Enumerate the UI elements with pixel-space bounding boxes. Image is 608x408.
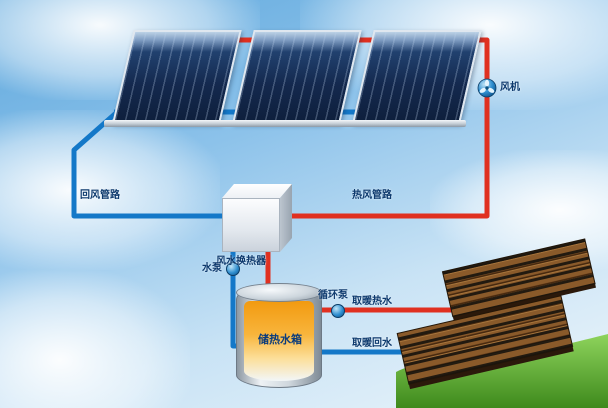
heat-exchanger-top-face [222, 184, 292, 198]
solar-collector-panel [232, 30, 362, 124]
fan-icon [477, 78, 497, 98]
floor-heating-panel [396, 238, 608, 408]
solar-collector-panel [352, 30, 482, 124]
hot-air-pipe-label: 热风管路 [352, 190, 392, 201]
tank-hot-water-window [244, 301, 314, 381]
water-pump-icon [226, 262, 240, 276]
fan-label: 风机 [500, 82, 520, 93]
collector-mount-rail [104, 120, 466, 127]
tank-lid [236, 283, 322, 302]
circulation-pump-label: 循环泵 [318, 290, 348, 301]
board-edge [408, 346, 574, 390]
heat-exchanger-label: 风水换热器 [216, 256, 266, 267]
return-air-pipe-label: 回风管路 [80, 190, 120, 201]
board-edge [452, 283, 596, 321]
heat-exchanger-front-face [222, 198, 280, 252]
solar-collector-panel [112, 30, 242, 124]
heating-coils-upper [442, 238, 596, 317]
storage-tank-label: 储热水箱 [258, 334, 302, 346]
return-air-pipe-path [71, 111, 232, 219]
heating-coils-lower [397, 295, 573, 385]
heat-exchanger-side-face [280, 184, 292, 252]
heating-return-label: 取暖回水 [352, 338, 392, 349]
heating-supply-label: 取暖热水 [352, 296, 392, 307]
water-pump-label: 水泵 [202, 263, 222, 274]
circulation-pump-icon [331, 304, 345, 318]
floor-boards [396, 238, 596, 390]
